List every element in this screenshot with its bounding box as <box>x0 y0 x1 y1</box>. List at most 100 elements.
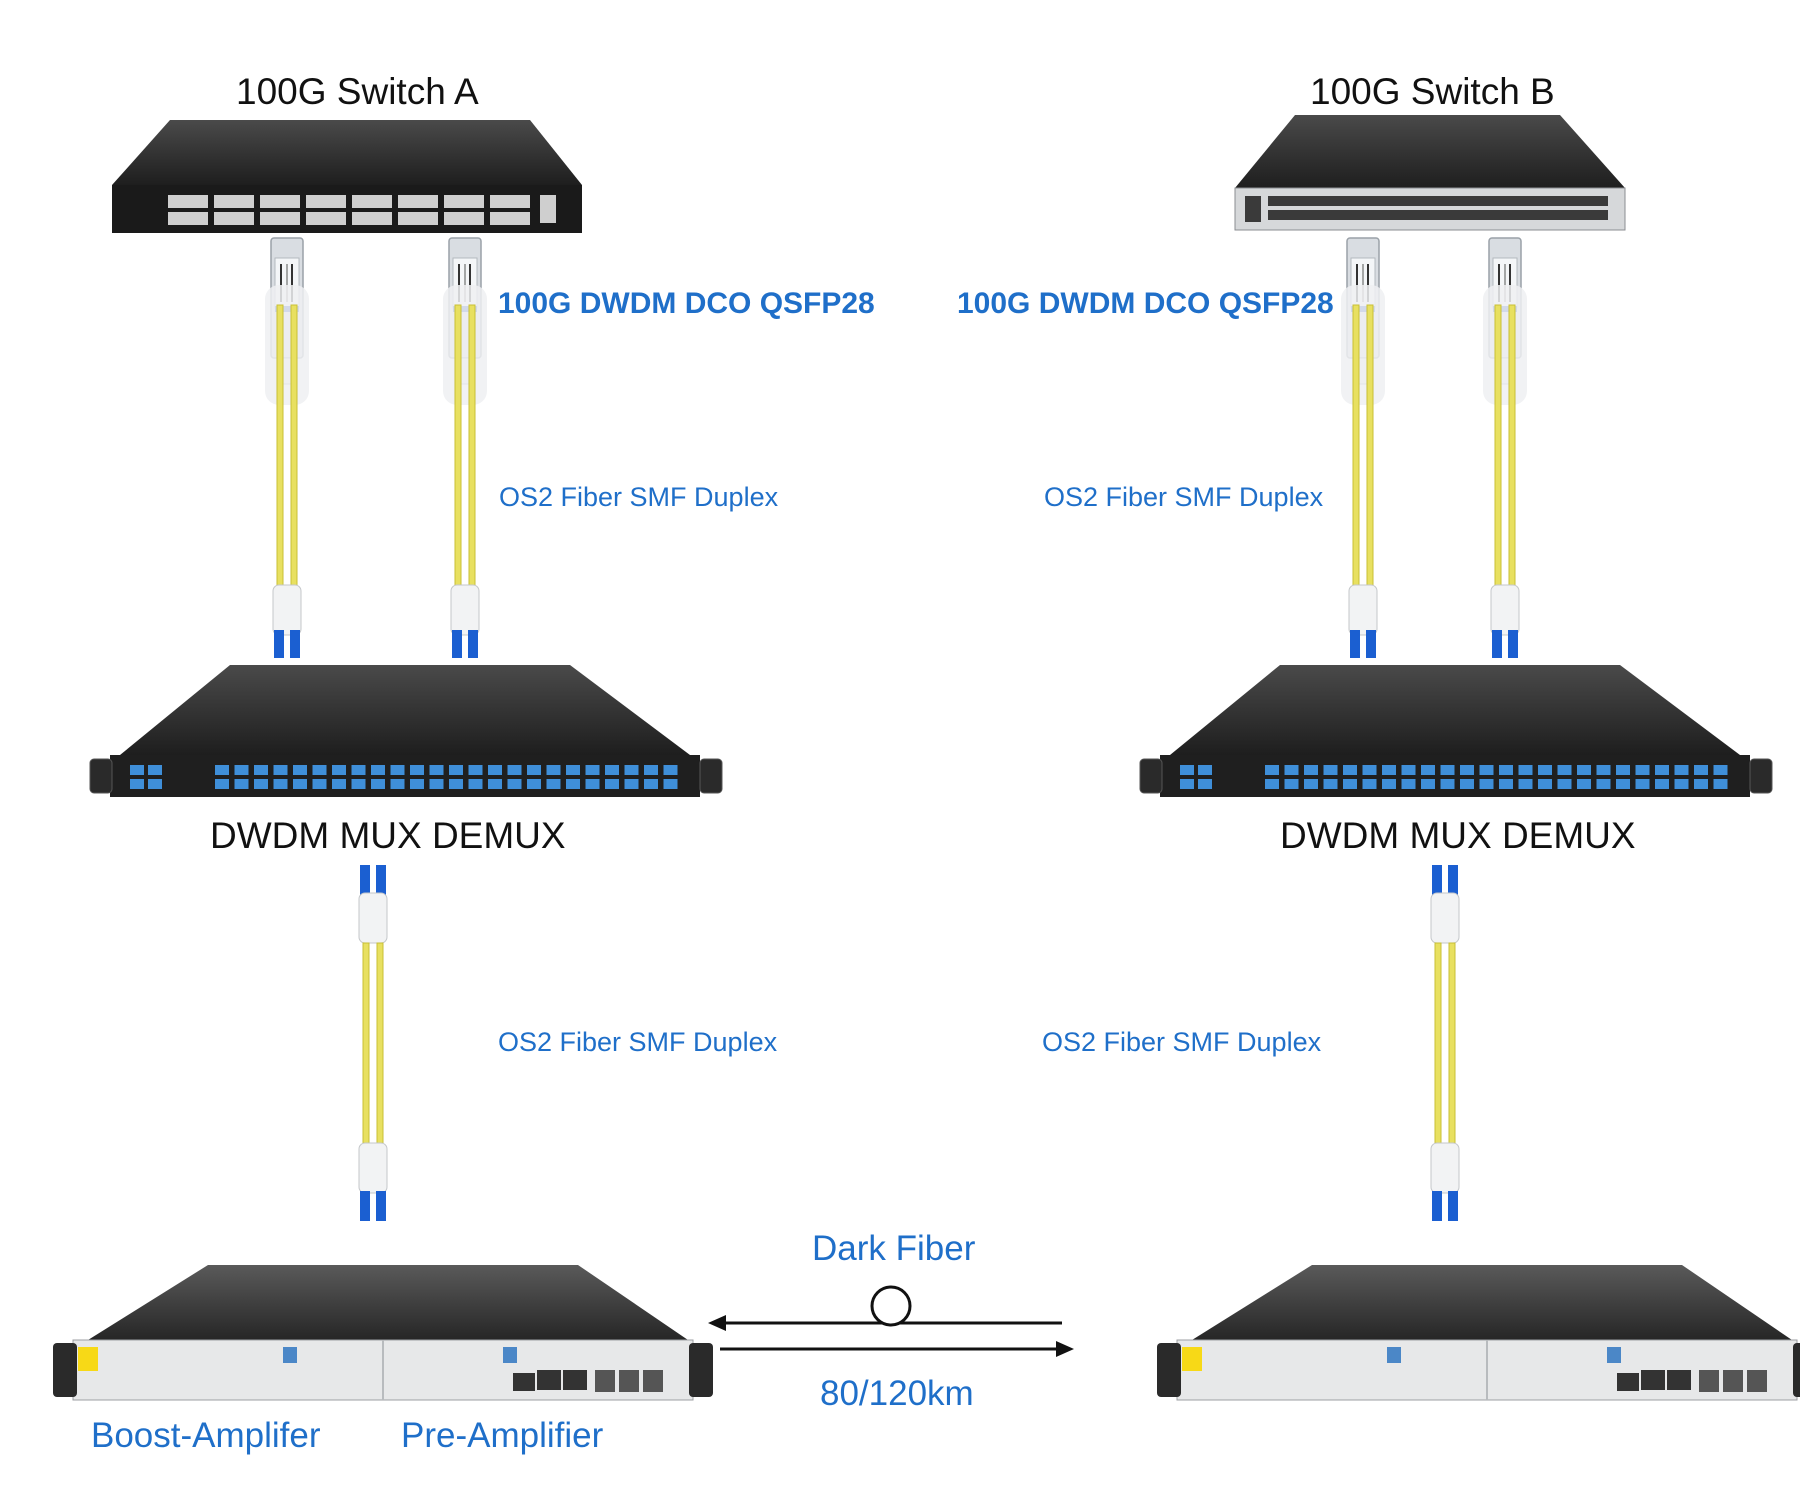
mux-a-port <box>312 765 327 775</box>
mux-b-port <box>1713 779 1728 789</box>
mux-a-port <box>371 765 385 775</box>
mux-a-port <box>351 779 366 789</box>
patch-cord-b-lower <box>1430 864 1460 1222</box>
mux-b-port <box>1421 779 1435 789</box>
mux-b-port <box>1479 779 1494 789</box>
mux-b-port <box>1304 779 1318 789</box>
mux-demux-a-device <box>89 664 723 798</box>
mux-a-port <box>449 779 463 789</box>
mux-b-title: DWDM MUX DEMUX <box>1280 815 1636 856</box>
pre-amplifier-label: Pre-Amplifier <box>401 1416 604 1455</box>
mux-a-port <box>390 779 405 789</box>
mux-b-port <box>1284 779 1299 789</box>
mux-b-port <box>1577 779 1591 789</box>
mux-b-port <box>1343 765 1357 775</box>
mux-b-port <box>1440 779 1455 789</box>
mux-a-port <box>663 765 678 775</box>
mux-b-port <box>1557 765 1572 775</box>
mux-a-port <box>234 779 249 789</box>
mux-a-port <box>468 779 483 789</box>
mux-a-port <box>605 765 619 775</box>
mux-a-port <box>488 779 502 789</box>
mux-b-port <box>1596 779 1611 789</box>
patch-cord-a-lower <box>358 864 388 1222</box>
mux-b-port <box>1713 765 1728 775</box>
dark-fiber-label: Dark Fiber <box>812 1229 976 1268</box>
mux-b-port <box>1499 765 1513 775</box>
mux-a-port <box>585 779 600 789</box>
mux-a-port <box>585 765 600 775</box>
mux-b-port <box>1265 779 1279 789</box>
mux-a-port <box>273 765 288 775</box>
mux-a-port <box>254 765 268 775</box>
mux-a-port <box>546 765 561 775</box>
mux-a-port <box>332 765 346 775</box>
mux-b-port <box>1362 779 1377 789</box>
mux-b-port <box>1362 765 1377 775</box>
mux-b-port <box>1577 765 1591 775</box>
mux-b-port <box>1382 765 1396 775</box>
mux-b-port <box>1596 765 1611 775</box>
fiber-coil-icon <box>870 1285 912 1327</box>
mux-b-port <box>1518 765 1533 775</box>
mux-b-port <box>1284 765 1299 775</box>
mux-a-port <box>507 765 522 775</box>
mux-a-port <box>371 779 385 789</box>
mux-a-port <box>527 779 541 789</box>
mux-demux-b-device <box>1139 664 1773 798</box>
mux-b-port <box>1479 765 1494 775</box>
mux-a-port <box>449 765 463 775</box>
mux-a-port <box>566 765 580 775</box>
mux-a-port <box>546 779 561 789</box>
mux-b-port <box>1401 779 1416 789</box>
fiber-label-a-bottom: OS2 Fiber SMF Duplex <box>498 1027 778 1057</box>
mux-b-port <box>1635 765 1650 775</box>
transceiver-label-a: 100G DWDM DCO QSFP28 <box>498 287 875 320</box>
fiber-label-b-bottom: OS2 Fiber SMF Duplex <box>1042 1027 1322 1057</box>
mux-a-port <box>254 779 268 789</box>
mux-a-port <box>332 779 346 789</box>
mux-a-port <box>527 765 541 775</box>
mux-b-port <box>1518 779 1533 789</box>
mux-a-port <box>488 765 502 775</box>
switch-b-device <box>1234 115 1626 231</box>
mux-b-port <box>1460 779 1474 789</box>
mux-b-port <box>1674 765 1689 775</box>
dark-fiber-link <box>708 1285 1074 1357</box>
mux-a-port <box>605 779 619 789</box>
mux-a-port <box>507 779 522 789</box>
mux-b-port <box>1323 779 1338 789</box>
mux-a-port <box>644 765 658 775</box>
mux-b-port <box>1382 779 1396 789</box>
mux-a-port <box>410 765 424 775</box>
switch-a-device <box>112 120 582 233</box>
mux-a-port <box>566 779 580 789</box>
mux-b-port <box>1557 779 1572 789</box>
mux-b-port <box>1440 765 1455 775</box>
mux-b-port <box>1694 765 1708 775</box>
mux-a-port <box>215 765 229 775</box>
mux-a-port <box>644 779 658 789</box>
mux-b-port <box>1460 765 1474 775</box>
mux-a-port <box>215 779 229 789</box>
mux-b-port <box>1694 779 1708 789</box>
switch-a-title: 100G Switch A <box>236 71 479 112</box>
mux-b-port <box>1401 765 1416 775</box>
mux-a-port <box>293 779 307 789</box>
patch-cord-a-2 <box>442 284 488 659</box>
mux-a-port <box>624 779 639 789</box>
mux-b-port <box>1674 779 1689 789</box>
amplifier-b-device <box>1156 1264 1800 1401</box>
mux-a-port <box>429 779 444 789</box>
mux-a-port <box>663 779 678 789</box>
mux-a-port <box>234 765 249 775</box>
mux-b-port <box>1304 765 1318 775</box>
mux-a-port <box>624 765 639 775</box>
boost-amplifier-label: Boost-Amplifer <box>91 1416 321 1455</box>
mux-a-port <box>293 765 307 775</box>
mux-b-port <box>1616 765 1630 775</box>
fiber-label-a-top: OS2 Fiber SMF Duplex <box>499 482 779 512</box>
mux-b-port <box>1616 779 1630 789</box>
mux-b-port <box>1343 779 1357 789</box>
